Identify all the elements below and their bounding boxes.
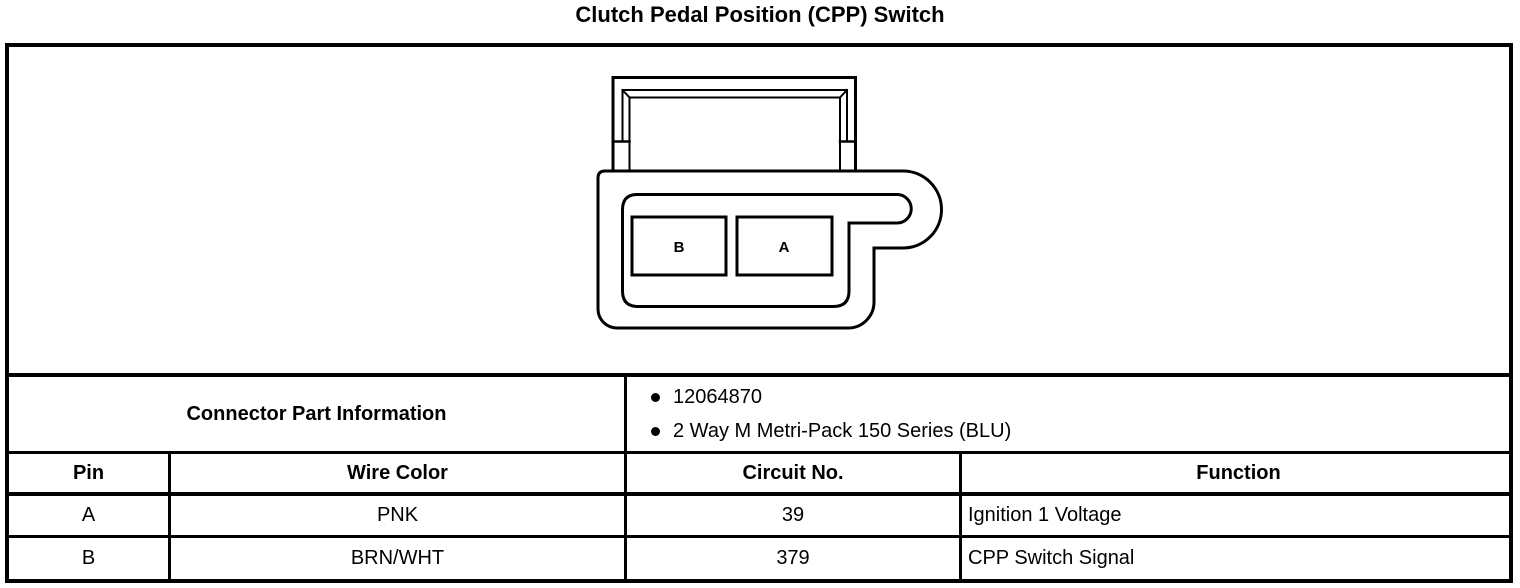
connector-part-info-row: Connector Part Information 12064870 2 Wa… <box>9 377 1509 454</box>
pin-cavity-a <box>735 215 834 277</box>
header-function: Function <box>1196 461 1281 484</box>
connector-lock-tab <box>611 76 857 174</box>
circuit-no-value: 379 <box>627 538 962 579</box>
connector-end-view-diagram: B A <box>596 76 944 330</box>
pin-value: A <box>9 496 171 535</box>
header-wire-color: Wire Color <box>171 454 627 492</box>
table-row-pin-a: A PNK 39 Ignition 1 Voltage <box>9 496 1509 538</box>
part-number: 12064870 <box>673 385 762 408</box>
connector-inner-outline <box>621 193 913 308</box>
pin-label-b: B <box>674 239 685 256</box>
header-pin: Pin <box>9 454 171 492</box>
wire-color-value: PNK <box>171 496 627 535</box>
pin-cavity-b <box>630 215 728 277</box>
function-value: Ignition 1 Voltage <box>968 504 1122 526</box>
table-row-pin-b: B BRN/WHT 379 CPP Switch Signal <box>9 538 1509 579</box>
header-circuit-no: Circuit No. <box>627 454 962 492</box>
bullet-icon <box>651 426 660 436</box>
wire-color-value: BRN/WHT <box>171 538 627 579</box>
page-title: Clutch Pedal Position (CPP) Switch <box>575 2 945 27</box>
bullet-icon <box>651 392 660 402</box>
connector-part-info-values: 12064870 2 Way M Metri-Pack 150 Series (… <box>627 377 1509 451</box>
connector-series: 2 Way M Metri-Pack 150 Series (BLU) <box>673 419 1012 442</box>
pin-table-header-row: Pin Wire Color Circuit No. Function <box>9 454 1509 496</box>
connector-series-item: 2 Way M Metri-Pack 150 Series (BLU) <box>651 420 1011 443</box>
circuit-no-value: 39 <box>627 496 962 535</box>
pin-label-a: A <box>779 239 790 256</box>
function-value: CPP Switch Signal <box>968 547 1135 569</box>
content-frame: B A Connector Part Information 12064870 … <box>5 43 1513 583</box>
pin-value: B <box>9 538 171 579</box>
connector-part-info-label: Connector Part Information <box>9 377 627 451</box>
connector-diagram-area: B A <box>9 47 1509 377</box>
part-number-item: 12064870 <box>651 386 762 409</box>
